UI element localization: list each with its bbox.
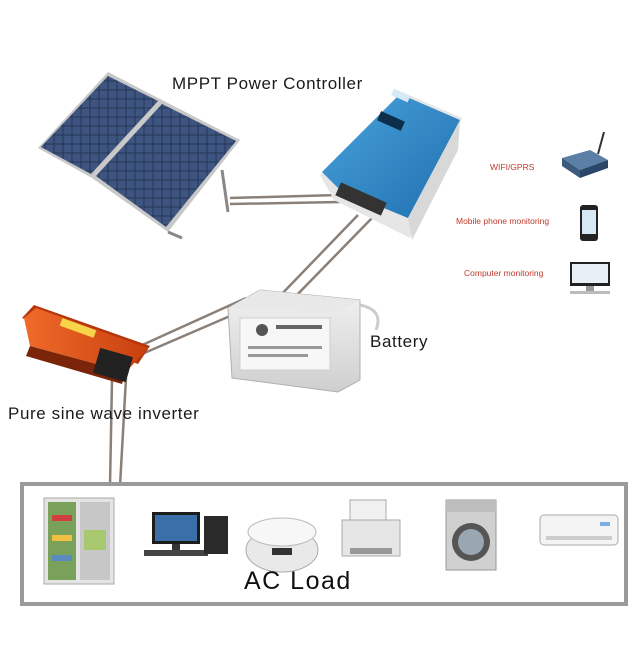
air-conditioner: [539, 514, 619, 546]
mppt-controller: [320, 88, 462, 240]
wifi-gprs-label: WIFI/GPRS: [490, 162, 535, 172]
battery-label: Battery: [370, 332, 429, 351]
mobile-phone: [580, 205, 598, 241]
printer: [341, 499, 401, 557]
battery: [227, 289, 380, 393]
desktop-computer: [144, 512, 228, 556]
washing-machine: [445, 499, 497, 571]
ac-load-label: AC Load: [244, 567, 352, 595]
wifi-gprs-module: [562, 131, 608, 178]
wiring: [108, 193, 373, 487]
mobile-monitoring-label: Mobile phone monitoring: [456, 216, 550, 226]
solar-panel: [38, 72, 240, 240]
computer-monitor: [570, 262, 610, 294]
rice-cooker: [245, 517, 319, 573]
ac-load-frame: [20, 482, 628, 606]
computer-monitoring-label: Computer monitoring: [464, 268, 544, 278]
refrigerator: [43, 497, 115, 585]
controller-label: MPPT Power Controller: [172, 74, 363, 93]
inverter-label: Pure sine wave inverter: [8, 404, 200, 423]
inverter: [22, 305, 150, 384]
